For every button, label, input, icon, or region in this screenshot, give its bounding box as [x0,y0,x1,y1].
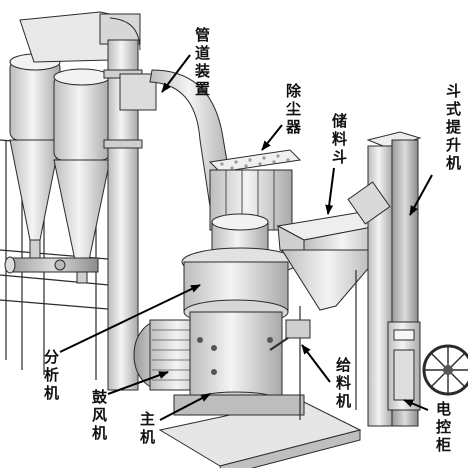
label-pipe-c1: 管 [195,26,210,44]
label-pipe-c2: 道 [195,44,210,62]
label-feeder: 给 料 机 [336,356,351,410]
label-control: 电 控 柜 [435,400,451,454]
label-elevator-c4: 升 [446,136,461,154]
cyclone-right [53,68,111,284]
label-pipe: 管 道 装 置 [194,26,211,98]
label-blower: 鼓 风 机 [92,388,108,442]
label-feeder-c1: 给 [336,356,351,374]
control-cabinet [387,321,421,411]
label-blower-c1: 鼓 [92,388,108,406]
label-feeder-c3: 机 [336,392,351,410]
leader-arrows [59,54,433,421]
label-elevator-c3: 提 [446,118,462,136]
label-feeder-c2: 料 [336,374,351,392]
label-hopper-c3: 斗 [332,148,347,166]
label-hopper: 储 料 斗 [332,112,347,166]
label-elevator-c2: 式 [446,100,461,118]
main-mill [173,213,305,416]
label-main: 主 机 [140,410,155,446]
label-classifier-c2: 析 [44,366,59,384]
label-classifier-c1: 分 [44,348,59,366]
label-elevator-c1: 斗 [446,82,461,100]
label-hopper-c1: 储 [332,112,347,130]
bucket-elevator [347,131,422,427]
discharge-pipe [4,256,99,274]
storage-hopper [276,211,390,420]
label-elevator: 斗 式 提 升 机 [446,82,462,172]
label-main-c1: 主 [140,410,155,428]
label-hopper-c2: 料 [332,130,347,148]
label-dust-c2: 尘 [286,100,301,118]
label-elevator-c5: 机 [446,154,461,172]
label-main-c2: 机 [140,428,155,446]
top-duct [19,11,141,63]
label-blower-c3: 机 [92,424,107,442]
label-classifier: 分 析 机 [44,348,59,402]
label-dust: 除 尘 器 [285,82,302,136]
label-pipe-c3: 装 [194,62,211,80]
label-control-c3: 柜 [435,436,451,454]
label-classifier-c3: 机 [44,384,59,402]
label-pipe-c4: 置 [195,80,210,98]
feeder [269,319,311,351]
label-control-c2: 控 [436,418,451,436]
crusher-wheel [422,344,468,396]
label-control-c1: 电 [436,400,451,418]
label-dust-c1: 除 [286,82,302,100]
cyclone-left [9,53,61,261]
label-blower-c2: 风 [92,406,107,424]
label-dust-c3: 器 [285,118,302,136]
